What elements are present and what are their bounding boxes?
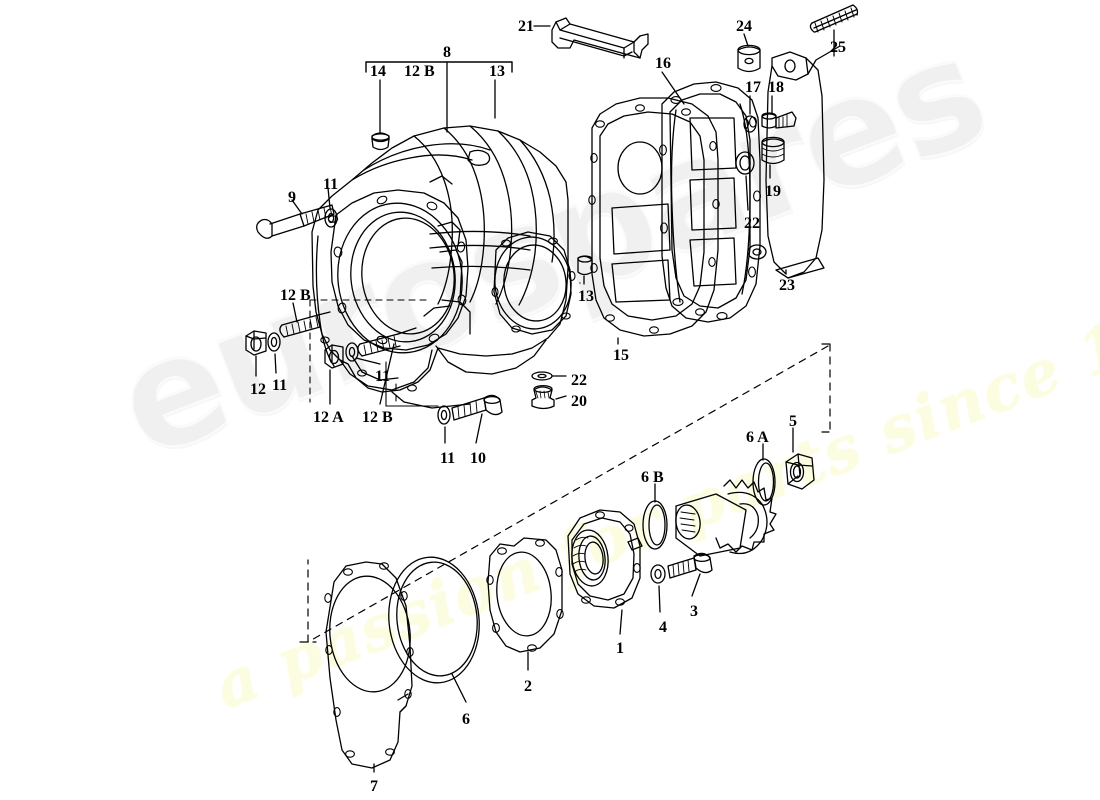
callout-12: 12 (250, 381, 266, 398)
part-11-washer-c (345, 342, 359, 362)
callout-16: 16 (655, 55, 671, 72)
callout-6: 6 (462, 711, 470, 728)
part-6-oring (388, 556, 480, 684)
part-22-seal-top (735, 151, 755, 175)
callout-12b-top: 12 B (404, 63, 435, 80)
leader-1 (619, 609, 623, 635)
part-8-housing (311, 125, 576, 409)
callout-9: 9 (288, 189, 296, 206)
callout-6b: 6 B (641, 469, 664, 486)
part-2-lock-plate (486, 537, 564, 653)
leader-11-a (327, 187, 331, 209)
callout-22-mid: 22 (571, 372, 587, 389)
callout-6a: 6 A (746, 429, 769, 446)
callout-19: 19 (765, 183, 781, 200)
part-7-gasket (324, 561, 414, 769)
part-13-dowel (577, 255, 593, 284)
callout-13-mid: 13 (578, 288, 594, 305)
leader-10 (475, 413, 483, 444)
part-12b-stud-left (279, 311, 331, 338)
part-5-hex-nut (785, 453, 815, 490)
callout-12a: 12 A (313, 409, 344, 426)
part-12-nut (245, 330, 267, 356)
part-11-washer-d (437, 405, 451, 425)
part-24-sleeve (737, 44, 761, 73)
callout-14: 14 (370, 63, 386, 80)
leader-22-top (745, 175, 749, 211)
callout-8: 8 (443, 44, 451, 61)
callout-11-d: 11 (440, 450, 456, 467)
bracket-housing-group (365, 61, 513, 73)
part-3-bolt (667, 552, 713, 579)
part-16-cover (659, 81, 761, 323)
leader-20 (555, 395, 567, 400)
callout-10: 10 (470, 450, 486, 467)
part-10-bolt (451, 394, 503, 421)
part-25-stud (809, 4, 859, 33)
callout-3: 3 (690, 603, 698, 620)
callout-17: 17 (745, 79, 761, 96)
part-20-drain-plug (531, 384, 555, 410)
part-22-seal-mid (531, 371, 553, 381)
part-11-washer-b (267, 332, 281, 352)
callout-25: 25 (830, 39, 846, 56)
callout-21: 21 (518, 18, 534, 35)
leader-3 (691, 573, 701, 597)
part-12a-nut (324, 344, 344, 369)
part-6b-oring (642, 500, 668, 550)
part-9-long-bolt (256, 204, 335, 239)
group-bracket-lower (299, 343, 831, 643)
callout-13-top: 13 (489, 63, 505, 80)
callout-18: 18 (768, 79, 784, 96)
leader-11-b (274, 353, 277, 374)
callout-11-b: 11 (272, 377, 288, 394)
part-18-bolt (761, 111, 797, 129)
callout-11-a: 11 (323, 176, 339, 193)
part-11-washer-a (324, 208, 338, 228)
leader-12b-lower (379, 343, 395, 405)
pinion-gear-assembly (675, 479, 777, 557)
callout-24: 24 (736, 18, 752, 35)
part-17-washer (743, 115, 757, 133)
callout-20: 20 (571, 393, 587, 410)
callout-11-c: 11 (375, 368, 391, 385)
guide-dashes-left (309, 299, 429, 405)
callout-2: 2 (524, 678, 532, 695)
leader-24 (743, 33, 749, 47)
callout-23: 23 (779, 277, 795, 294)
callout-15: 15 (613, 347, 629, 364)
callout-12b-low: 12 B (362, 409, 393, 426)
callout-22-top: 22 (744, 215, 760, 232)
part-4-washer (650, 564, 666, 584)
callout-1: 1 (616, 640, 624, 657)
leader-12b-left (292, 302, 298, 323)
callout-12b-left: 12 B (280, 287, 311, 304)
leader-16 (661, 71, 685, 105)
callout-7: 7 (370, 778, 378, 795)
part-15-gasket (588, 97, 720, 337)
part-23-bracket (747, 45, 841, 279)
part-1-bearing-carrier (567, 509, 643, 609)
leader-6 (451, 673, 467, 703)
callout-4: 4 (659, 619, 667, 636)
leader-9 (291, 199, 303, 215)
part-6a-oring (752, 458, 776, 506)
leader-4 (658, 585, 661, 613)
part-19-screw-plug (761, 136, 785, 165)
part-14-plug (371, 132, 390, 151)
callout-5: 5 (789, 413, 797, 430)
part-21-guide-rail (551, 17, 649, 59)
leader-11-c (355, 357, 381, 365)
bracket-10-11 (385, 361, 439, 407)
